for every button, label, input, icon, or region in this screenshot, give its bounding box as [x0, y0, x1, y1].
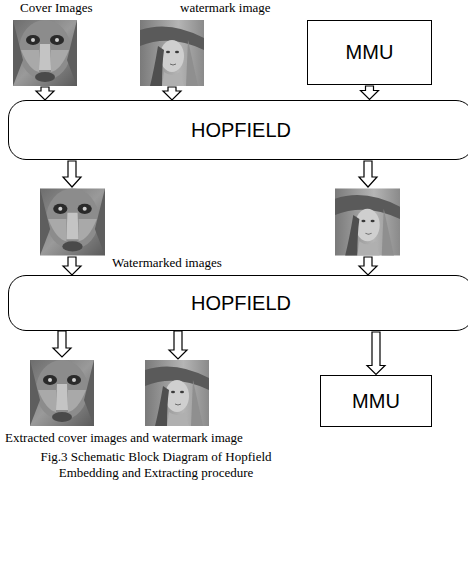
block-arrow: [359, 161, 377, 187]
watermark-box: MMU: [307, 20, 432, 85]
hopfield-block: HOPFIELD: [8, 100, 468, 160]
figure-caption: Fig.3 Schematic Block Diagram of Hopfiel…: [22, 449, 290, 482]
box-text: MMU: [346, 41, 394, 64]
baboon-image: [13, 20, 77, 86]
extracted-baboon: [30, 360, 94, 426]
group-label: watermark image: [180, 1, 271, 16]
lena-image: [140, 20, 204, 86]
watermarked-baboon: [40, 188, 105, 255]
box-text: MMU: [352, 390, 400, 413]
block-arrow: [359, 257, 377, 275]
group-label: Cover Images: [20, 1, 93, 16]
block-arrow: [367, 332, 385, 375]
block-arrow: [53, 331, 71, 357]
block-arrow: [63, 257, 81, 275]
extracted-lena: [145, 360, 209, 426]
watermarked-lena: [335, 188, 400, 255]
block-arrow: [36, 87, 54, 100]
block-arrow: [63, 161, 81, 187]
block-arrow: [361, 86, 379, 100]
box-text: HOPFIELD: [191, 119, 291, 142]
block-arrow: [169, 331, 187, 359]
watermark-box: MMU: [320, 375, 432, 427]
box-text: HOPFIELD: [191, 292, 291, 315]
block-arrow: [163, 87, 181, 100]
hopfield-block: HOPFIELD: [8, 275, 468, 331]
group-label: Watermarked images: [112, 256, 222, 271]
group-label: Extracted cover images and watermark ima…: [5, 431, 243, 446]
